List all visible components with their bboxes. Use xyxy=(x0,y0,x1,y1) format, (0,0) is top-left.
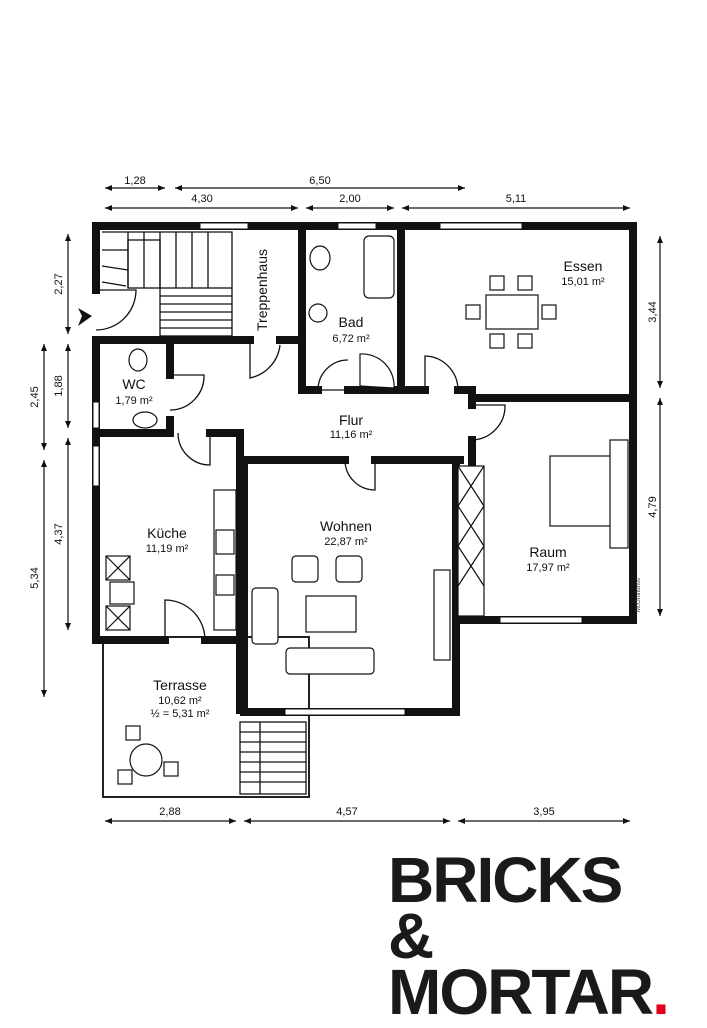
bedroom-furniture xyxy=(457,439,629,617)
dim-right-2: 4,79 xyxy=(647,496,659,517)
dim-top-total: 6,50 xyxy=(309,175,330,187)
room-area-kueche: 11,19 m² xyxy=(146,543,189,555)
kitchen-table xyxy=(109,581,135,605)
terrace-furniture xyxy=(117,725,179,785)
kitchen-furniture xyxy=(105,489,237,631)
watermark: McGrundriss xyxy=(636,578,642,612)
kitchen-sink xyxy=(215,574,235,596)
room-area-raum: 17,97 m² xyxy=(526,562,570,574)
dim-bottom-2: 4,57 xyxy=(336,806,357,818)
room-label-treppenhaus: Treppenhaus xyxy=(254,249,270,331)
walls xyxy=(92,222,637,716)
room-label-terrasse: Terrasse xyxy=(153,677,207,693)
room-area-essen: 15,01 m² xyxy=(561,276,605,288)
dim-left-3: 1,88 xyxy=(53,375,65,396)
room-area-flur: 11,16 m² xyxy=(330,429,373,441)
bed-headboard xyxy=(609,439,629,549)
shower xyxy=(359,353,395,389)
armchair-1 xyxy=(291,555,319,583)
terrace-table xyxy=(129,743,163,777)
dim-left-5: 5,34 xyxy=(29,567,41,588)
sink-wc xyxy=(132,411,158,429)
kitchen-counter xyxy=(213,489,237,631)
coffee-table xyxy=(305,595,357,633)
room-area-wc: 1,79 m² xyxy=(115,395,153,407)
logo-line-2: MORTAR. xyxy=(388,960,678,1024)
room-label-bad: Bad xyxy=(339,314,364,330)
dim-top-3: 2,00 xyxy=(339,193,360,205)
terrace-stairs xyxy=(239,721,307,795)
living-furniture xyxy=(251,555,451,675)
logo-word: MORTAR xyxy=(388,956,654,1028)
room-label-wohnen: Wohnen xyxy=(320,518,372,534)
floor-plan: 1,28 6,50 4,30 2,00 5,11 2,27 2,45 1,88 … xyxy=(29,175,663,824)
toilet-bad xyxy=(309,245,331,271)
room-area-terrasse-half: ½ = 5,31 m² xyxy=(150,708,209,720)
dim-left-2: 2,45 xyxy=(29,386,41,407)
entrance-arrow-icon xyxy=(78,308,92,326)
stove xyxy=(215,529,235,555)
room-label-wc: WC xyxy=(122,376,145,392)
dim-bottom-3: 3,95 xyxy=(533,806,554,818)
staircase xyxy=(101,231,233,337)
bathroom-fixtures xyxy=(308,235,395,389)
dim-left-4: 4,37 xyxy=(53,523,65,544)
toilet-wc xyxy=(128,348,148,372)
dim-right-1: 3,44 xyxy=(647,301,659,322)
room-area-bad: 6,72 m² xyxy=(332,333,370,345)
brand-logo: BRICKS & MORTAR. xyxy=(388,844,678,1024)
sofa-bottom xyxy=(285,647,375,675)
logo-line-1: BRICKS & xyxy=(388,844,623,972)
dim-top-1: 1,28 xyxy=(124,175,145,187)
room-label-kueche: Küche xyxy=(147,525,187,541)
room-label-flur: Flur xyxy=(339,412,363,428)
wc-fixtures xyxy=(128,348,158,429)
room-area-wohnen: 22,87 m² xyxy=(324,536,368,548)
dimension-lines xyxy=(41,185,663,824)
dim-top-4: 5,11 xyxy=(506,193,527,205)
sofa-left xyxy=(251,587,279,645)
dim-bottom-1: 2,88 xyxy=(159,806,180,818)
room-label-essen: Essen xyxy=(564,258,603,274)
tv-unit xyxy=(433,569,451,661)
armchair-2 xyxy=(335,555,363,583)
dim-top-2: 4,30 xyxy=(191,193,212,205)
sink-bad xyxy=(308,303,328,323)
dining-table xyxy=(485,294,539,330)
dim-left-1: 2,27 xyxy=(53,273,65,294)
room-label-raum: Raum xyxy=(529,544,566,560)
room-area-terrasse: 10,62 m² xyxy=(158,695,202,707)
logo-dot: . xyxy=(652,956,670,1028)
windows xyxy=(92,222,583,716)
bathtub xyxy=(363,235,395,299)
dining-furniture xyxy=(465,275,557,349)
doors xyxy=(95,289,506,641)
wardrobe xyxy=(457,465,485,617)
